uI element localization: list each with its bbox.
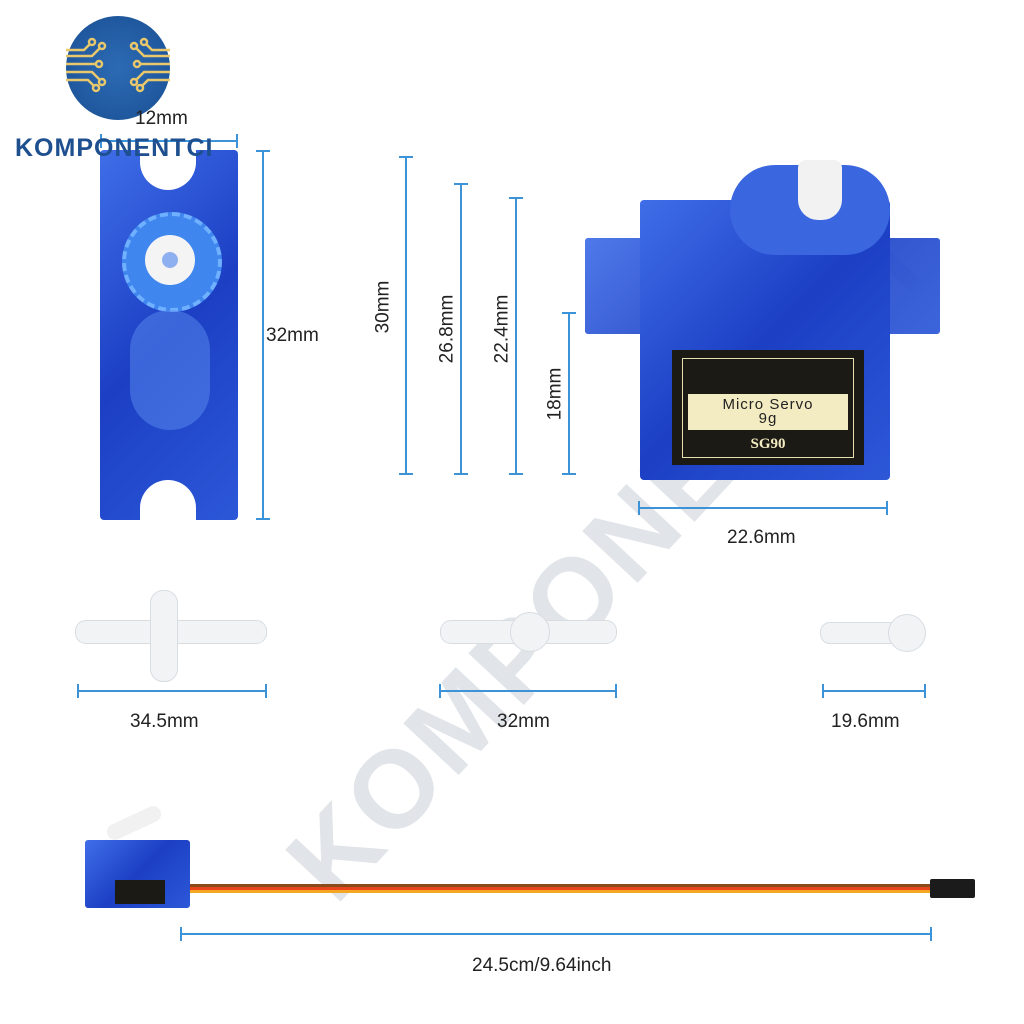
dim-body-width-label: 22.6mm: [727, 527, 796, 548]
dim-18-line: [562, 312, 576, 475]
plate-line2: 9g: [758, 410, 778, 427]
cable-connector: [930, 879, 975, 898]
dim-30-line: [399, 156, 413, 475]
gear-icon: [122, 212, 222, 312]
dim-side-height-line: [256, 150, 270, 520]
dim-side-height-label: 32mm: [266, 325, 319, 346]
servo-top-view: [100, 150, 238, 520]
servo-cable: [190, 884, 935, 893]
dim-horn-double-line: [439, 684, 617, 698]
dim-224-label: 22.4mm: [491, 294, 513, 364]
circuit-icon: [66, 37, 170, 93]
dim-horn-double-label: 32mm: [497, 711, 550, 732]
dim-18-label: 18mm: [544, 367, 566, 421]
dim-horn-cross-line: [77, 684, 267, 698]
dim-30-label: 30mm: [372, 280, 394, 334]
dim-horn-single-line: [822, 684, 926, 698]
plate-line1: Micro Servo: [722, 396, 814, 413]
dim-cable-label: 24.5cm/9.64inch: [472, 955, 612, 976]
logo: [66, 16, 170, 120]
dim-cable-line: [180, 927, 932, 941]
dim-268-label: 26.8mm: [436, 294, 458, 364]
dim-horn-cross-label: 34.5mm: [130, 711, 199, 732]
label-plate: Micro Servo 9g SG90: [672, 350, 864, 465]
plate-model: SG90: [750, 436, 786, 452]
dim-horn-single-label: 19.6mm: [831, 711, 900, 732]
dim-body-width-line: [638, 501, 888, 515]
dim-268-line: [454, 183, 468, 475]
dim-224-line: [509, 197, 523, 475]
output-shaft: [798, 160, 842, 220]
dim-top-width-line: [100, 134, 238, 148]
logo-text: KOMPONENTCI: [15, 134, 214, 162]
dim-top-width-label: 12mm: [135, 108, 188, 129]
